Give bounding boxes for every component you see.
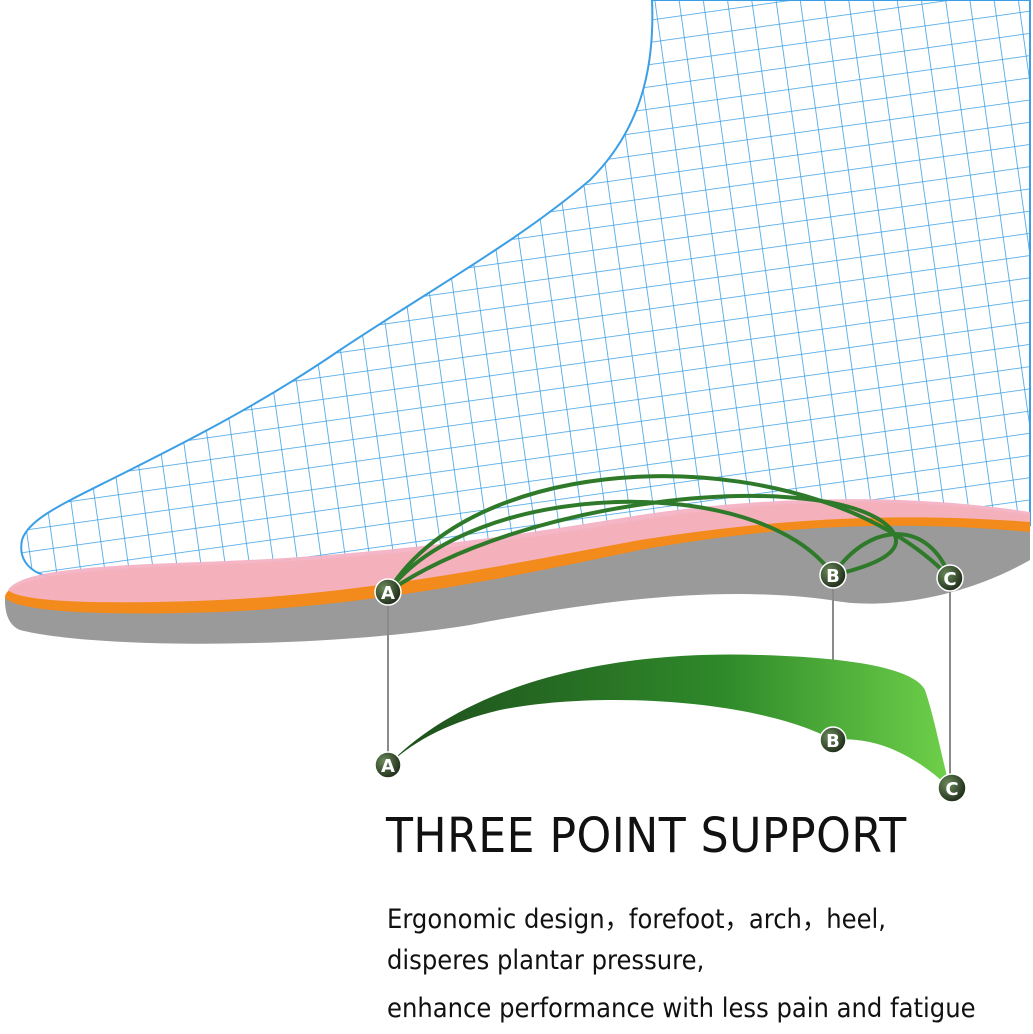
marker-c-top: C <box>936 564 964 592</box>
marker-b-top: B <box>819 561 847 589</box>
arch-support-piece <box>388 654 950 788</box>
svg-text:A: A <box>381 583 395 604</box>
marker-a-bottom: A <box>374 751 402 779</box>
support-arcs <box>386 474 952 594</box>
description-line-2: disperes plantar pressure, <box>387 945 705 976</box>
svg-text:A: A <box>381 756 395 777</box>
marker-c-bottom: C <box>937 773 967 803</box>
headline: THREE POINT SUPPORT <box>386 808 907 864</box>
description-line-1: Ergonomic design，forefoot，arch，heel, <box>387 904 887 935</box>
description-line-3: enhance performance with less pain and f… <box>387 993 976 1024</box>
svg-text:B: B <box>826 731 840 752</box>
marker-a-top: A <box>374 578 402 606</box>
marker-b-bottom: B <box>819 726 847 754</box>
svg-text:C: C <box>943 569 956 590</box>
svg-text:B: B <box>826 566 840 587</box>
svg-text:C: C <box>945 779 958 800</box>
